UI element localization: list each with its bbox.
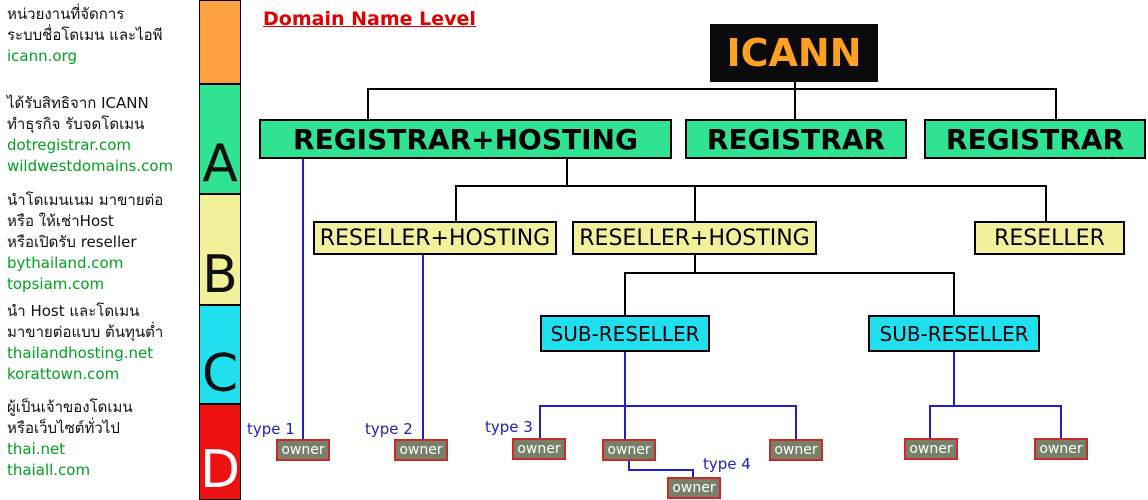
page-title: Domain Name Level [263, 8, 476, 30]
domain-name-text: thai.net [7, 440, 66, 458]
connector-type4 [692, 469, 694, 478]
sidebar-text: หรือเว็บไซต์ทั่วไป [7, 419, 120, 437]
connector [566, 158, 568, 187]
domain-name-text: thailandhosting.net [7, 344, 154, 362]
connector [694, 255, 696, 274]
sidebar-text: ผู้เป็นเจ้าของโดเมน [7, 398, 133, 416]
registrar-box-2: REGISTRAR [924, 119, 1146, 159]
connector [455, 185, 457, 222]
type3-label: type 3 [485, 418, 533, 436]
domain-name-text: wildwestdomains.com [7, 157, 174, 175]
level-band-icann [199, 0, 241, 84]
level-band-b: B [199, 194, 241, 305]
level-letter-a: A [202, 134, 238, 195]
level-letter-c: C [201, 344, 239, 405]
connector [1055, 88, 1057, 120]
sidebar-text: หน่วยงานที่จัดการ [7, 5, 125, 23]
owner-box-type1: owner [276, 439, 330, 461]
connector [794, 82, 796, 120]
owner-box-right-1: owner [904, 438, 958, 460]
registrar-hosting-box: REGISTRAR+HOSTING [259, 119, 672, 159]
sidebar-section-subreseller: นำ Host และโดเมน มาขายต่อแบบ ต้นทุนต่ำ t… [7, 301, 197, 385]
domain-name-text: topsiam.com [7, 275, 105, 293]
domain-name-text: icann.org [7, 47, 77, 65]
registrar-box-1: REGISTRAR [685, 119, 907, 159]
owner-box-type2: owner [394, 439, 448, 461]
type1-label: type 1 [247, 420, 295, 438]
type4-label: type 4 [703, 455, 751, 473]
level-band-d: D [199, 404, 241, 500]
sidebar-text: ได้รับสิทธิจาก ICANN [7, 94, 149, 112]
connector-sub1 [624, 352, 626, 440]
level-letter-d: D [199, 440, 241, 500]
sidebar-text: ระบบชื่อโดเมน และไอพี [7, 26, 163, 44]
sidebar-text: หรือเปิดรับ reseller [7, 233, 137, 251]
sub-reseller-box-1: SUB-RESELLER [540, 315, 710, 352]
connector [1045, 185, 1047, 222]
connector [694, 185, 696, 222]
connector-type4 [628, 469, 694, 471]
sidebar-text: หรือ ให้เช่าHost [7, 212, 114, 230]
connector-type2 [422, 255, 424, 440]
owner-box-type3-mid: owner [602, 439, 656, 461]
connector-sub2 [953, 352, 955, 406]
sidebar-section-registrar: ได้รับสิทธิจาก ICANN ทำธุรกิจ รับจดโดเมน… [7, 93, 197, 177]
icann-box: ICANN [710, 24, 878, 82]
connector [624, 272, 626, 316]
connector [929, 405, 1062, 407]
connector [1060, 405, 1062, 439]
connector [367, 88, 1057, 90]
connector [953, 272, 955, 316]
reseller-box: RESELLER [974, 221, 1125, 255]
connector [795, 405, 797, 440]
connector [367, 88, 369, 120]
level-band-a: A [199, 84, 241, 194]
sidebar-section-owner: ผู้เป็นเจ้าของโดเมน หรือเว็บไซต์ทั่วไป t… [7, 397, 197, 481]
sidebar-text: นำโดเมนเนม มาขายต่อ [7, 191, 164, 209]
domain-name-text: dotregistrar.com [7, 136, 131, 154]
level-band-c: C [199, 305, 241, 404]
sidebar-section-reseller: นำโดเมนเนม มาขายต่อ หรือ ให้เช่าHost หรื… [7, 190, 197, 295]
sub-reseller-box-2: SUB-RESELLER [868, 315, 1040, 352]
sidebar-section-icann: หน่วยงานที่จัดการ ระบบชื่อโดเมน และไอพี … [7, 4, 197, 67]
type2-label: type 2 [365, 420, 413, 438]
reseller-hosting-box-2: RESELLER+HOSTING [572, 221, 817, 255]
connector-type4 [628, 461, 630, 471]
connector [539, 405, 541, 439]
owner-box-type3-left: owner [512, 438, 566, 460]
owner-box-type3-right: owner [769, 439, 823, 461]
domain-name-text: bythailand.com [7, 254, 124, 272]
connector-type3 [539, 405, 797, 407]
connector [929, 405, 931, 439]
level-letter-b: B [202, 245, 238, 306]
sidebar-text: ทำธุรกิจ รับจดโดเมน [7, 115, 145, 133]
owner-box-right-2: owner [1034, 438, 1088, 460]
connector [455, 185, 1047, 187]
reseller-hosting-box-1: RESELLER+HOSTING [313, 221, 557, 255]
domain-name-text: korattown.com [7, 365, 120, 383]
sidebar-text: นำ Host และโดเมน [7, 302, 140, 320]
connector [624, 272, 955, 274]
connector-type1 [302, 158, 304, 440]
domain-name-text: thaiall.com [7, 461, 91, 479]
owner-box-type4: owner [667, 477, 721, 499]
sidebar-text: มาขายต่อแบบ ต้นทุนต่ำ [7, 323, 164, 341]
